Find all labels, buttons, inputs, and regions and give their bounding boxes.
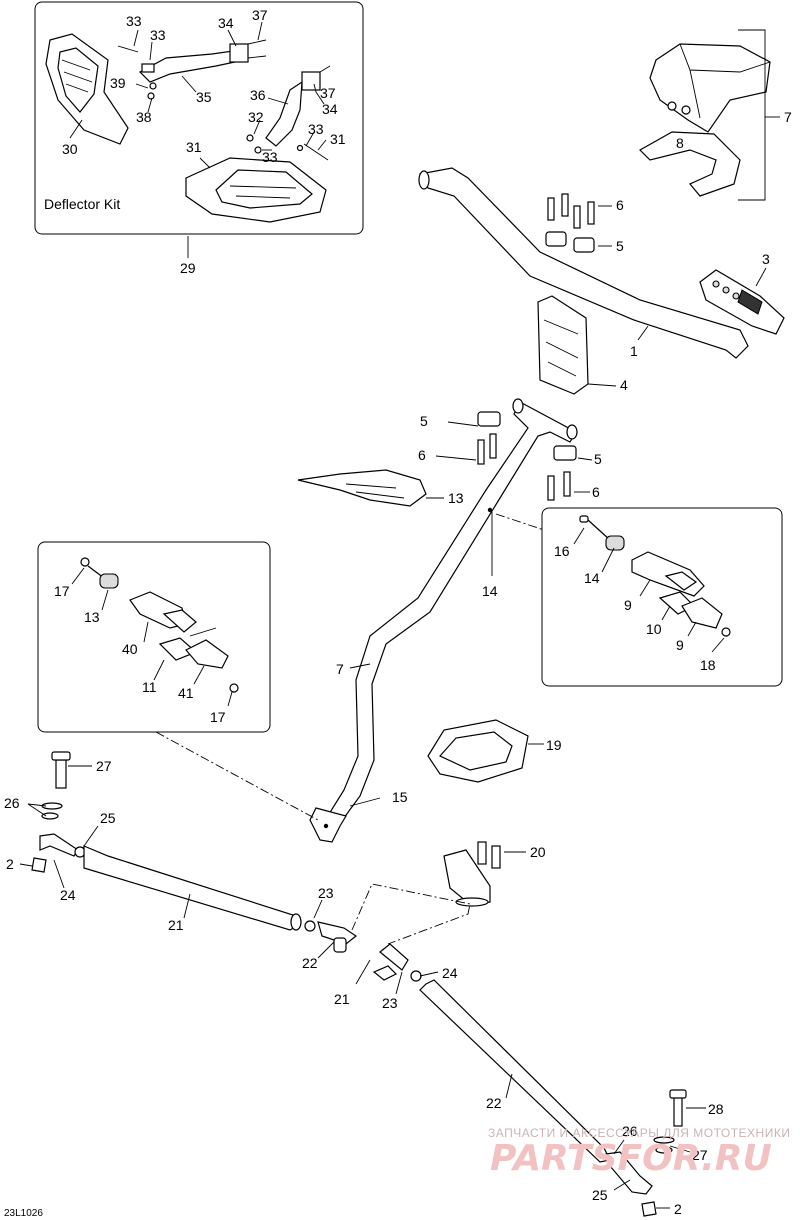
callout-22: 23 [382,995,398,1011]
callout-31: 33 [126,13,142,29]
callout-5: 5 [594,451,602,467]
callout-31: 31 [330,131,346,147]
callout-6: 6 [616,197,624,213]
callout-13: 13 [84,609,100,625]
callout-23: 24 [442,965,458,981]
riser-block [537,295,589,395]
diagram-code: 23L1026 [4,1208,43,1219]
callout-19: 20 [530,844,546,860]
callout-2: 2 [6,856,14,872]
callout-37: 37 [252,7,268,23]
callout-1: 1 [630,343,638,359]
steering-arm [443,841,501,907]
callout-35: 35 [196,89,212,105]
callout-3: 3 [762,251,770,267]
callout-8: 7 [336,661,344,677]
callout-13: 14 [584,570,600,586]
callout-5: 5 [420,413,428,429]
right-inset-box [541,507,783,687]
callout-25: 25 [100,810,116,826]
callout-28: 29 [180,260,196,276]
callout-33: 33 [308,121,324,137]
left-inset-parts [80,557,239,693]
callout-38: 38 [136,109,152,125]
callout-20: 21 [334,991,350,1007]
deflector-bracket-lower [246,65,331,161]
callout-4: 4 [620,377,628,393]
callout-40: 41 [178,685,194,701]
callout-7: 8 [676,135,684,151]
right-inset-parts [579,515,731,637]
callout-32: 32 [248,109,264,125]
callout-33: 33 [262,149,278,165]
callout-9: 9 [624,597,632,613]
callout-17: 18 [700,657,716,673]
callout-34: 34 [218,15,234,31]
callout-6: 6 [418,447,426,463]
callout-27: 28 [708,1101,724,1117]
callout-17: 17 [210,709,226,725]
callout-6: 6 [592,484,600,500]
left-inset-box [37,541,271,733]
callout-7: 7 [784,109,792,125]
steering-boot [427,719,529,783]
callout-10: 10 [646,621,662,637]
deflector-bracket-upper [117,39,267,100]
callout-14: 14 [482,583,498,599]
callout-24: 24 [60,887,76,903]
callout-40: 40 [122,641,138,657]
upper-clamps [545,193,595,253]
callout-15: 16 [554,543,570,559]
callout-27: 27 [96,758,112,774]
callout-26: 27 [692,1147,708,1163]
callout-16: 17 [54,583,70,599]
callout-26: 26 [4,795,20,811]
callout-39: 39 [110,75,126,91]
callout-12: 13 [448,490,464,506]
handlebar-grip [699,269,785,335]
cover-plate [297,469,427,507]
callout-2: 2 [674,1201,682,1217]
deflector-kit-box [34,1,364,235]
handlebar-pad [639,43,771,197]
callout-33: 33 [150,27,166,43]
callout-11: 11 [142,679,157,695]
callout-29: 30 [62,141,78,157]
middle-clamps [477,411,577,501]
callout-34: 34 [322,101,338,117]
callout-36: 36 [250,87,266,103]
steering-column [309,398,578,843]
callout-18: 19 [546,737,562,753]
deflector-kit-label: Deflector Kit [44,196,120,212]
right-tie-rod [333,937,687,1217]
callout-23: 23 [318,885,334,901]
callout-24: 25 [592,1187,608,1203]
callout-9: 9 [676,637,684,653]
callout-25: 26 [622,1123,638,1139]
callout-30: 31 [186,139,202,155]
left-tie-rod [31,751,358,945]
callout-21: 22 [486,1095,502,1111]
callout-21: 21 [168,917,184,933]
callout-37: 37 [320,85,336,101]
watermark-logo: PARTSFOR.RU [490,1138,772,1179]
deflector-left-part [45,33,129,145]
watermark-subtitle: ЗАПЧАСТИ И АКСЕССУАРЫ ДЛЯ МОТОТЕХНИКИ [488,1126,790,1140]
handlebar [418,167,749,359]
callout-22: 22 [302,955,318,971]
callout-5: 5 [616,238,624,254]
callout-14: 15 [392,789,408,805]
deflector-right-part [185,157,327,223]
